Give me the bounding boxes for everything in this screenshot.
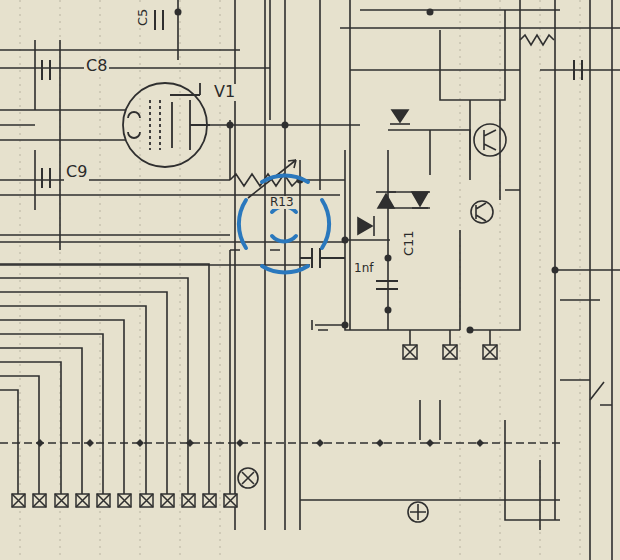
part-label: C9 (64, 164, 89, 181)
part-label: C8 (84, 58, 109, 75)
resistor-symbol (230, 35, 554, 198)
part-label: C5 (136, 7, 150, 28)
diode-symbols (358, 110, 430, 236)
part-label: R13 (268, 196, 296, 209)
junction-dots (175, 9, 559, 334)
transistor-symbol (471, 124, 506, 223)
bus-line (0, 440, 560, 446)
part-label: V1 (212, 84, 237, 101)
part-label: C11 (402, 228, 416, 258)
vacuum-tube-symbol (123, 83, 210, 167)
paper-grid (20, 0, 580, 560)
capacitor-symbols (42, 10, 582, 289)
ground-symbol (312, 320, 345, 330)
terminal-blocks (12, 345, 497, 507)
part-label: 1nf (352, 262, 375, 275)
staircase-wires (0, 250, 230, 494)
highlight-mark (239, 176, 329, 273)
switch-symbol (238, 382, 612, 522)
